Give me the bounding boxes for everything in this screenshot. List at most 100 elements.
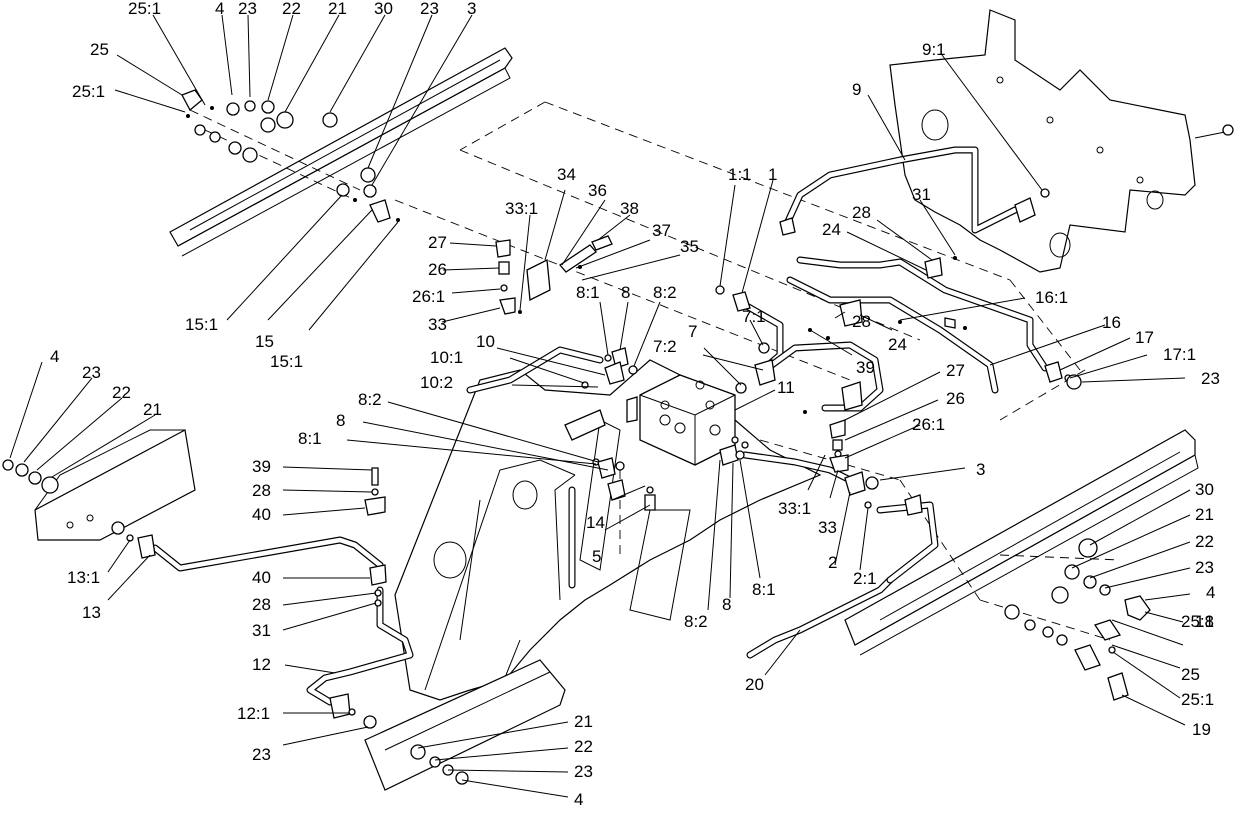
callout-label: 8:1 (298, 429, 322, 448)
callout-label: 7 (688, 322, 697, 341)
callout-label: 25:1 (128, 0, 161, 18)
callout-label: 33 (428, 315, 447, 334)
callout-label: 16:1 (1035, 288, 1068, 307)
callout-label: 21 (574, 712, 593, 731)
callout-label: 13:1 (67, 568, 100, 587)
callout-label: 7:1 (742, 307, 766, 326)
tube-right-side (876, 501, 939, 584)
callout-label: 23 (252, 745, 271, 764)
callout-label: 14 (586, 513, 605, 532)
tube-7 (761, 341, 884, 412)
callout-label: 19 (1192, 720, 1211, 739)
callout-label: 40 (252, 505, 271, 524)
callout-label: 7:2 (653, 337, 677, 356)
callout-label: 25 (1181, 665, 1200, 684)
callout-label: 4 (215, 0, 224, 18)
left-top-side-rail (169, 47, 513, 257)
callout-label: 33:1 (505, 199, 538, 218)
callout-label: 21 (328, 0, 347, 18)
lower-right-side-rail (844, 429, 1199, 656)
callout-label: 16 (1102, 313, 1121, 332)
callout-label: 8:2 (653, 283, 677, 302)
callout-label: 23 (238, 0, 257, 18)
tube-13 (151, 536, 384, 572)
callout-label: 3 (976, 460, 985, 479)
valve-block-11 (626, 374, 736, 466)
assembly-dashed-lines (189, 101, 1121, 641)
callout-label: 28 (852, 312, 871, 331)
leader-lines (9, 14, 1191, 798)
callout-label: 4 (574, 790, 583, 809)
callout-label: 8 (621, 283, 630, 302)
callout-label: 23 (1201, 369, 1220, 388)
callout-label: 13 (82, 603, 101, 622)
callout-label: 23 (1195, 558, 1214, 577)
callout-label: 8:2 (358, 390, 382, 409)
tube-10 (466, 346, 604, 394)
tube-9 (781, 146, 1019, 234)
callout-label: 27 (946, 361, 965, 380)
callout-label: 21 (143, 400, 162, 419)
callout-label: 25 (90, 40, 109, 59)
callout-label: 17 (1135, 328, 1154, 347)
callout-label: 18 (1195, 612, 1214, 631)
callout-label: 3 (467, 0, 476, 18)
callout-label: 10:2 (420, 373, 453, 392)
callout-label: 4 (1206, 583, 1215, 602)
callout-label: 1 (768, 165, 777, 184)
tube-16 (796, 256, 1049, 372)
tube-24-return (786, 276, 999, 394)
callout-label: 30 (1195, 480, 1214, 499)
callout-label: 40 (252, 568, 271, 587)
callout-label: 28 (252, 595, 271, 614)
callout-label: 2:1 (853, 569, 877, 588)
callout-label: 25:1 (1181, 612, 1214, 631)
callout-label: 28 (852, 203, 871, 222)
callout-label: 35 (680, 237, 699, 256)
tube-2-feed (741, 451, 854, 484)
callout-label: 24 (888, 335, 907, 354)
callout-label: 27 (428, 233, 447, 252)
callout-label: 25:1 (72, 82, 105, 101)
callout-label: 9 (852, 80, 861, 99)
callout-label: 22 (574, 737, 593, 756)
callout-label: 26 (428, 260, 447, 279)
callout-label: 33 (818, 518, 837, 537)
callout-label: 4 (50, 347, 59, 366)
tube-12 (306, 586, 414, 706)
callout-label: 8:2 (684, 612, 708, 631)
callout-label: 25:1 (1181, 690, 1214, 709)
right-top-bracket (889, 9, 1234, 273)
callout-label: 15:1 (185, 315, 218, 334)
callout-label: 38 (620, 199, 639, 218)
callout-label: 8:1 (752, 580, 776, 599)
callout-label: 23 (82, 363, 101, 382)
callout-label: 37 (652, 221, 671, 240)
callout-label: 15 (255, 332, 274, 351)
callout-label: 15:1 (270, 352, 303, 371)
callout-label: 8 (722, 595, 731, 614)
callout-label: 20 (745, 675, 764, 694)
callout-label: 10:1 (430, 348, 463, 367)
callout-label: 33:1 (778, 499, 811, 518)
callout-label: 8 (336, 411, 345, 430)
callout-label: 23 (420, 0, 439, 18)
callout-label: 39 (252, 457, 271, 476)
callout-label: 22 (112, 383, 131, 402)
callout-label: 28 (252, 481, 271, 500)
callout-label: 22 (282, 0, 301, 18)
callout-label: 26:1 (912, 415, 945, 434)
callout-label: 21 (1195, 505, 1214, 524)
callout-label: 22 (1195, 532, 1214, 551)
fittings (2, 89, 1151, 785)
callout-label: 8:1 (576, 283, 600, 302)
callout-label: 5 (592, 547, 601, 566)
callout-label: 10 (476, 332, 495, 351)
callout-label: 17:1 (1163, 345, 1196, 364)
callout-label: 31 (252, 621, 271, 640)
callout-label: 39 (856, 358, 875, 377)
callout-label: 26 (946, 389, 965, 408)
callout-label: 11 (777, 378, 795, 397)
